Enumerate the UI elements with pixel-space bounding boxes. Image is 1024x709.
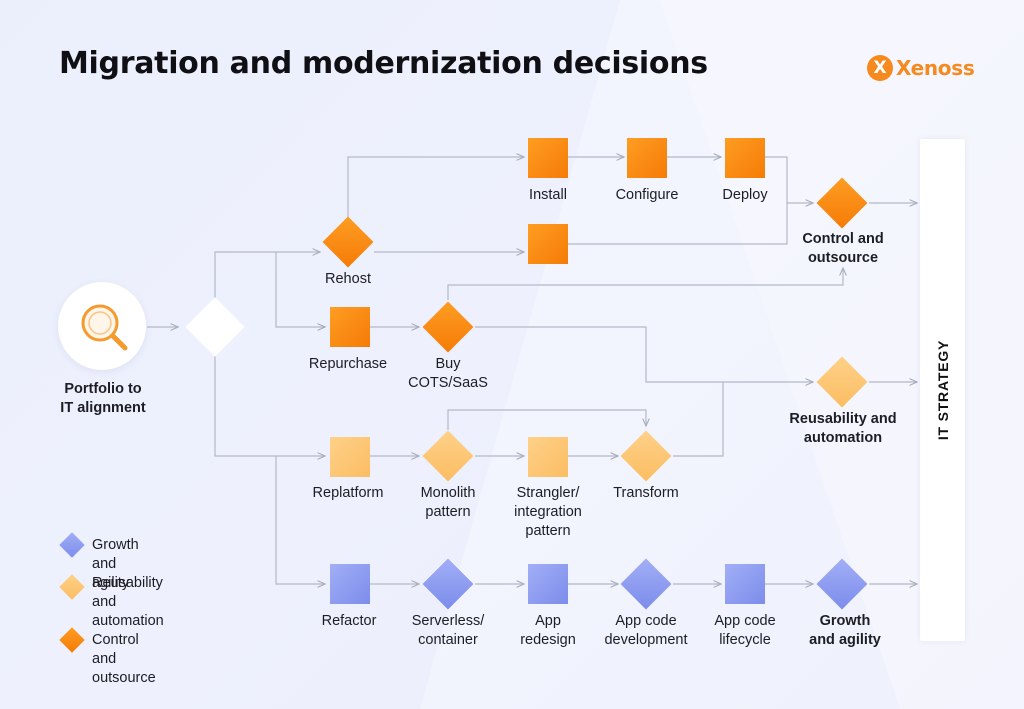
install-label: Install	[529, 187, 567, 203]
app-redesign-label: App redesign	[520, 613, 576, 648]
buy-diamond	[422, 301, 474, 353]
serverless-diamond	[422, 558, 474, 610]
control-outcome-diamond	[816, 177, 868, 229]
replatform-label: Replatform	[312, 485, 384, 501]
connector	[275, 456, 325, 584]
repurchase-label: Repurchase	[308, 356, 388, 372]
refactor-square	[330, 564, 370, 604]
app-code-dev-label: App code development	[604, 613, 688, 648]
control-outcome-label: Control and outsource	[802, 231, 884, 266]
monolith-label: Monolith pattern	[420, 485, 476, 520]
install-square	[528, 138, 568, 178]
magnifier-icon	[81, 304, 128, 351]
connector	[347, 157, 524, 221]
rehost-square	[528, 224, 568, 264]
portfolio-start-node	[58, 282, 146, 370]
growth-outcome-label: Growth and agility	[809, 613, 881, 648]
configure-square	[627, 138, 667, 178]
logo-mark: X	[867, 55, 893, 81]
rehost-label: Rehost	[325, 271, 371, 287]
connector	[568, 203, 788, 245]
legend-diamond-reusability	[59, 574, 85, 600]
connectors	[147, 157, 917, 584]
monolith-diamond	[422, 430, 474, 482]
transform-diamond	[620, 430, 672, 482]
app-code-lifecycle-square	[725, 564, 765, 604]
legend-label: Control and outsource	[92, 632, 156, 686]
app-code-dev-diamond	[620, 558, 672, 610]
legend-diamond-control	[59, 627, 85, 653]
transform-label: Transform	[613, 485, 679, 501]
connector	[214, 348, 325, 456]
reusability-outcome-label: Reusability and automation	[789, 411, 897, 446]
connector	[475, 326, 813, 382]
rehost-diamond	[322, 216, 374, 268]
growth-outcome-diamond	[816, 558, 868, 610]
serverless-label: Serverless/ container	[411, 613, 485, 648]
reusability-outcome-diamond	[816, 356, 868, 408]
replatform-square	[330, 437, 370, 477]
it-strategy-label: IT STRATEGY	[934, 339, 951, 441]
legend-diamond-growth	[59, 532, 85, 558]
refactor-label: Refactor	[321, 613, 377, 629]
strangler-label: Strangler/ integration pattern	[514, 485, 582, 539]
repurchase-square	[330, 307, 370, 347]
xenoss-logo: X Xenoss	[867, 54, 975, 82]
app-code-lifecycle-label: App code lifecycle	[714, 613, 776, 648]
connector	[765, 156, 813, 203]
decision-diamond	[185, 297, 245, 357]
deploy-label: Deploy	[722, 187, 768, 203]
logo-word: Xenoss	[896, 56, 975, 80]
page-title: Migration and modernization decisions	[59, 46, 708, 81]
strangler-square	[528, 437, 568, 477]
connector	[673, 382, 724, 457]
connector	[275, 252, 325, 327]
app-redesign-square	[528, 564, 568, 604]
portfolio-label: Portfolio to IT alignment	[60, 381, 146, 416]
connector	[447, 409, 646, 430]
configure-label: Configure	[615, 187, 679, 203]
it-strategy-bar: IT STRATEGY	[920, 139, 965, 641]
connector	[214, 252, 320, 306]
connector	[447, 268, 843, 300]
buy-label: Buy COTS/SaaS	[408, 356, 488, 391]
deploy-square	[725, 138, 765, 178]
legend-label: Growth and agility	[92, 537, 139, 591]
legend-label: Reusability and automation	[92, 575, 164, 629]
